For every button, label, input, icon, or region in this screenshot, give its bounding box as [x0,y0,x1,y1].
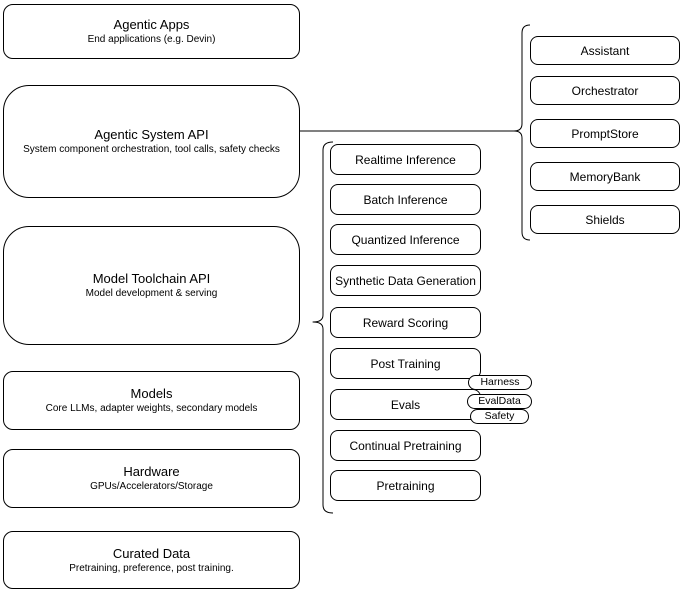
box-subtitle: End applications (e.g. Devin) [87,34,216,45]
box-orchestrator: Orchestrator [530,76,680,105]
box-batch-inference: Batch Inference [330,184,481,215]
box-title: Model Toolchain API [92,271,211,286]
box-label: Assistant [580,43,630,58]
pill-label: Harness [480,376,520,388]
box-reward-scoring: Reward Scoring [330,307,481,338]
box-curated-data: Curated Data Pretraining, preference, po… [3,531,300,589]
box-models: Models Core LLMs, adapter weights, secon… [3,371,300,430]
box-title: Models [130,386,173,401]
box-subtitle: Model development & serving [85,288,218,299]
pill-label: EvalData [478,395,521,407]
box-title: Agentic Apps [113,17,190,32]
box-pretraining: Pretraining [330,470,481,501]
box-label: Evals [390,397,421,412]
box-label: Orchestrator [571,83,639,98]
box-realtime-inference: Realtime Inference [330,144,481,175]
box-title: Curated Data [112,545,191,561]
box-hardware: Hardware GPUs/Accelerators/Storage [3,449,300,508]
box-memorybank: MemoryBank [530,162,680,191]
box-label: Quantized Inference [351,232,460,247]
box-label: Continual Pretraining [349,438,462,453]
box-promptstore: PromptStore [530,119,680,148]
box-agentic-apps: Agentic Apps End applications (e.g. Devi… [3,4,300,59]
box-shields: Shields [530,205,680,234]
box-model-toolchain-api: Model Toolchain API Model development & … [3,226,300,345]
right-group-brace [513,24,531,241]
box-continual-pretraining: Continual Pretraining [330,430,481,461]
box-label: Post Training [370,356,441,371]
box-quantized-inference: Quantized Inference [330,224,481,255]
box-label: PromptStore [571,126,639,141]
box-title: Agentic System API [94,127,209,142]
box-label: Shields [585,212,625,227]
box-assistant: Assistant [530,36,680,65]
box-label: Pretraining [376,478,435,493]
box-subtitle: Pretraining, preference, post training. [69,562,234,574]
box-label: Reward Scoring [362,315,449,330]
box-evals: Evals [330,389,481,420]
box-post-training: Post Training [330,348,481,379]
box-synthetic-data-generation: Synthetic Data Generation [330,265,481,296]
box-label: Synthetic Data Generation [335,273,476,288]
pill-label: Safety [484,410,515,422]
box-subtitle: Core LLMs, adapter weights, secondary mo… [45,403,258,414]
box-label: Batch Inference [363,192,448,207]
box-label: MemoryBank [569,169,641,184]
box-subtitle: GPUs/Accelerators/Storage [90,481,213,492]
box-title: Hardware [123,464,180,479]
pill-evaldata: EvalData [467,394,532,409]
pill-harness: Harness [468,375,532,390]
pill-safety: Safety [470,409,529,424]
box-agentic-system-api: Agentic System API System component orch… [3,85,300,198]
box-label: Realtime Inference [355,152,456,167]
box-subtitle: System component orchestration, tool cal… [23,144,280,155]
